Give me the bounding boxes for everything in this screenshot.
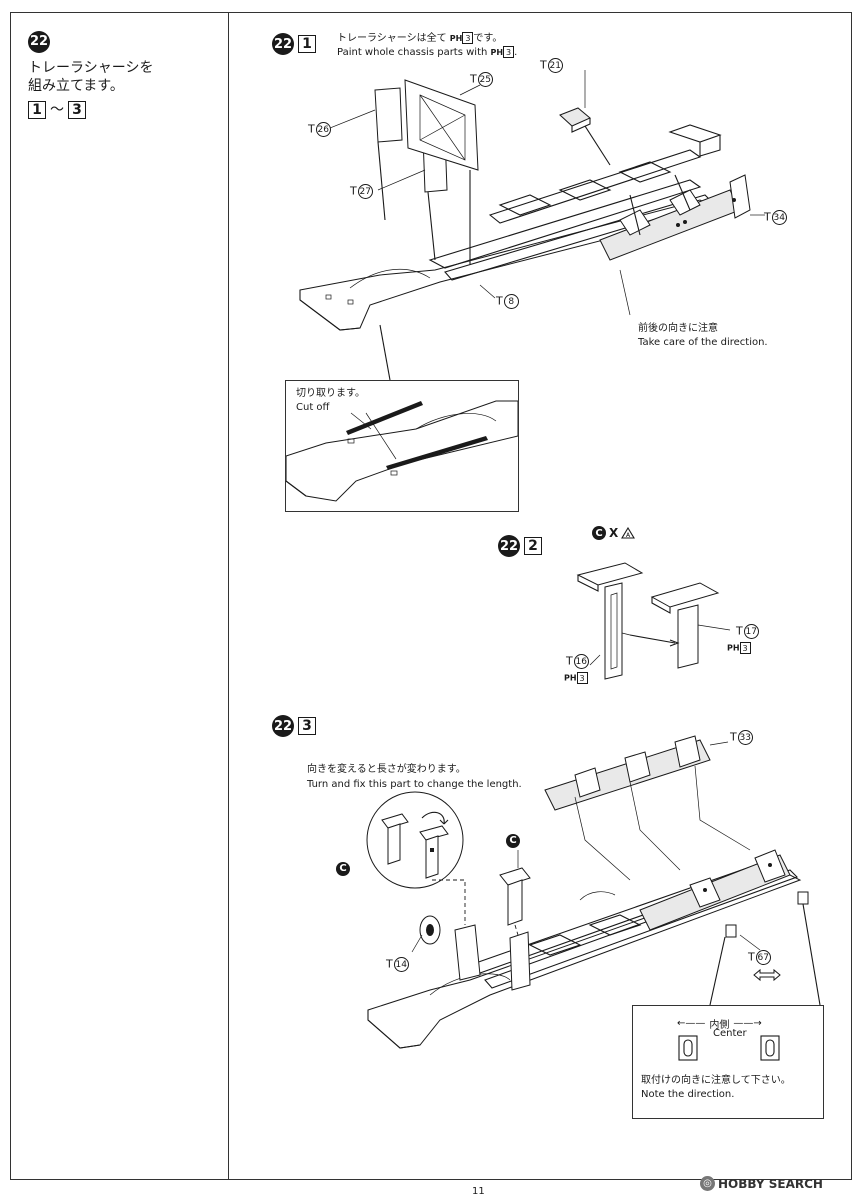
- orientation-icons: [678, 1035, 780, 1061]
- cutoff-note-en: Cut off: [296, 402, 330, 413]
- range-end-box: 3: [68, 100, 86, 119]
- c-badge-3b: C: [506, 828, 520, 848]
- direction-callout: ←——内側——→ Center 取付けの向きに注意して下さい。 Note the…: [632, 1005, 824, 1119]
- step-range: 1 〜 3: [28, 100, 218, 119]
- x-mark: X: [609, 526, 619, 540]
- c-badge-2: C: [592, 526, 606, 540]
- substep-1-box: 1: [298, 35, 316, 53]
- turn-note-en: Turn and fix this part to change the len…: [307, 779, 522, 790]
- step-number-badge: 22: [28, 30, 50, 53]
- watermark: ◎ HOBBY SEARCH: [700, 1176, 823, 1191]
- substep-1-header: 22 1: [272, 33, 316, 55]
- double-arrow-icon: [753, 968, 781, 982]
- substep-2-header: 22 2: [498, 535, 542, 557]
- step-header: 22 トレーラシャーシを 組み立てます。 1 〜 3: [28, 30, 218, 119]
- direction-note-en: Take care of the direction.: [638, 337, 768, 348]
- cutoff-detail-svg: [286, 400, 518, 502]
- step-title-line1: トレーラシャーシを: [28, 59, 154, 76]
- substep-2-number: 22: [498, 535, 520, 557]
- turn-detail-circle: [366, 791, 464, 889]
- page-frame: [10, 12, 852, 1180]
- page-number: 11: [472, 1186, 485, 1197]
- note-direction-jp: 取付けの向きに注意して下さい。: [641, 1075, 791, 1086]
- inner-en: Center: [713, 1028, 747, 1039]
- range-start-box: 1: [28, 100, 46, 119]
- range-separator: 〜: [50, 101, 64, 118]
- inner-label-row: ←——内側——→: [677, 1018, 762, 1031]
- column-divider: [228, 12, 229, 1180]
- glue-note: C X A: [592, 526, 636, 540]
- chassis-diagram-1: [299, 70, 765, 381]
- inner-jp: 内側: [709, 1020, 730, 1031]
- substep-1-number: 22: [272, 33, 294, 55]
- substep-3-header: 22 3: [272, 715, 316, 737]
- substep-3-box: 3: [298, 717, 316, 735]
- substep-2-box: 2: [524, 537, 542, 555]
- warning-triangle-icon: A: [621, 527, 636, 539]
- note-direction-en: Note the direction.: [641, 1089, 735, 1100]
- substep-3-number: 22: [272, 715, 294, 737]
- stand-diagram: [576, 562, 731, 680]
- paint-code: PH: [449, 34, 463, 43]
- step-title-line2: 組み立てます。: [28, 77, 124, 94]
- cutoff-callout: 切り取ります。 Cut off: [285, 380, 519, 512]
- svg-text:A: A: [626, 532, 631, 539]
- turn-note-jp: 向きを変えると長さが変わります。: [307, 764, 466, 775]
- watermark-logo-icon: ◎: [700, 1176, 715, 1191]
- chassis-diagram-3: [367, 735, 821, 1049]
- cutoff-note-jp: 切り取ります。: [296, 388, 365, 399]
- paint-num: 3: [462, 32, 474, 44]
- c-badge-3a: C: [336, 856, 350, 876]
- direction-note-jp: 前後の向きに注意: [638, 323, 718, 334]
